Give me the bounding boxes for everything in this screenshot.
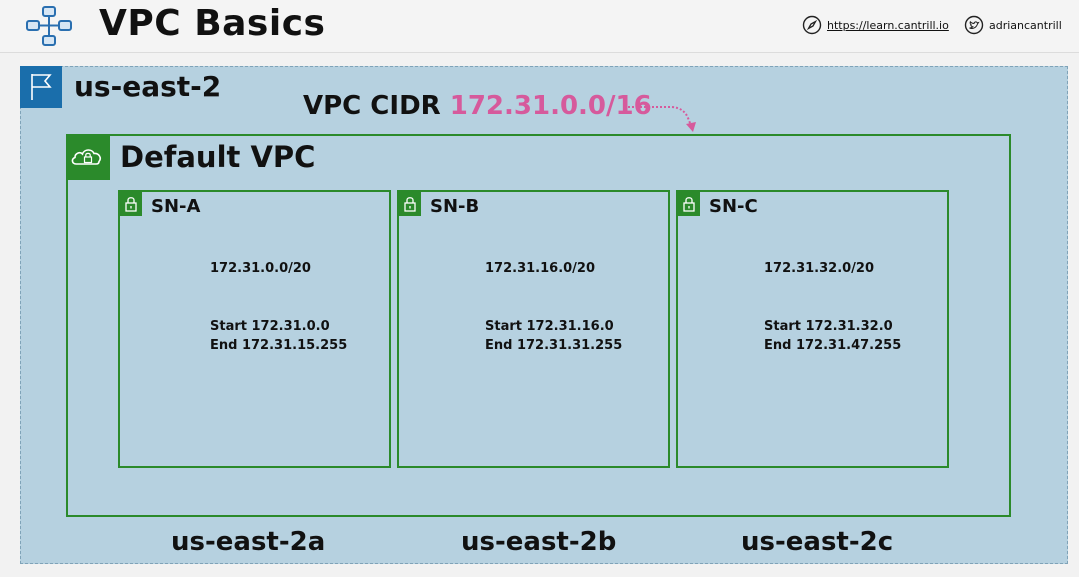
network-nodes-icon [26, 6, 72, 46]
subnet-start: Start 172.31.32.0 [764, 319, 893, 334]
compass-icon [802, 15, 822, 35]
subnet-name: SN-A [151, 196, 201, 217]
twitter-link[interactable]: adriancantrill [964, 14, 1062, 36]
vpc-cidr-label: VPC CIDR 172.31.0.0/16 [303, 91, 652, 121]
az-label-a: us-east-2a [171, 527, 326, 557]
site-link-text[interactable]: https://learn.cantrill.io [827, 18, 949, 32]
subnet-cidr: 172.31.16.0/20 [485, 261, 596, 276]
subnet-sn-a: SN-A 172.31.0.0/20 Start 172.31.0.0 End … [118, 190, 391, 468]
padlock-icon [120, 192, 142, 216]
vpc-cidr-prefix: VPC CIDR [303, 91, 441, 121]
vpc-box [66, 134, 1011, 517]
subnet-end: End 172.31.15.255 [210, 338, 348, 353]
twitter-handle[interactable]: adriancantrill [989, 18, 1062, 32]
subnet-sn-b: SN-B 172.31.16.0/20 Start 172.31.16.0 En… [397, 190, 670, 468]
subnet-end: End 172.31.31.255 [485, 338, 623, 353]
site-link[interactable]: https://learn.cantrill.io [802, 14, 949, 36]
page-title: VPC Basics [99, 3, 326, 44]
padlock-icon [399, 192, 421, 216]
padlock-icon [678, 192, 700, 216]
subnet-cidr: 172.31.0.0/20 [210, 261, 311, 276]
subnet-start: Start 172.31.0.0 [210, 319, 330, 334]
subnet-name: SN-C [709, 196, 758, 217]
subnet-start: Start 172.31.16.0 [485, 319, 614, 334]
subnet-cidr: 172.31.32.0/20 [764, 261, 875, 276]
cloud-lock-icon [66, 134, 110, 180]
region-box [20, 66, 1068, 564]
flag-icon [20, 66, 62, 108]
az-label-b: us-east-2b [461, 527, 617, 557]
twitter-icon [964, 15, 984, 35]
vpc-cidr-value: 172.31.0.0/16 [449, 91, 652, 121]
subnet-name: SN-B [430, 196, 480, 217]
region-label: us-east-2 [74, 70, 222, 103]
subnet-end: End 172.31.47.255 [764, 338, 902, 353]
az-label-c: us-east-2c [741, 527, 894, 557]
subnet-sn-c: SN-C 172.31.32.0/20 Start 172.31.32.0 En… [676, 190, 949, 468]
vpc-label: Default VPC [120, 140, 316, 174]
header: VPC Basics https://learn.cantrill.io adr… [0, 0, 1079, 53]
